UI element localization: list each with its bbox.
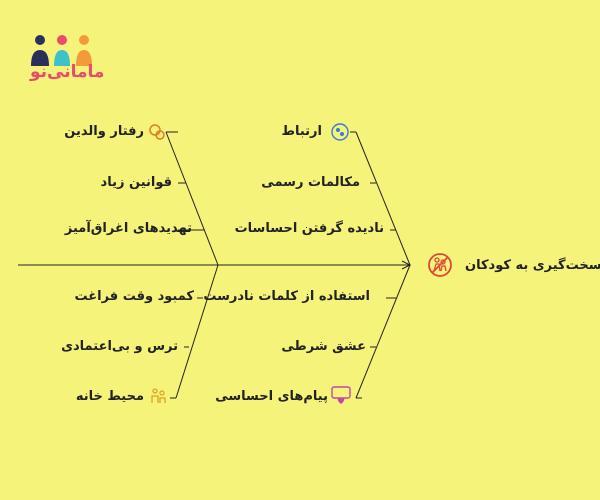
parent-icon — [149, 124, 165, 140]
bottom-left-item: ترس و بی‌اعتمادی — [61, 339, 178, 354]
no-children-icon — [428, 253, 452, 277]
bottom-right-header: پیام‌های احساسی — [215, 389, 328, 404]
top-right-header: ارتباط — [281, 124, 322, 139]
bone-bottom-left — [175, 264, 219, 399]
bone-top-right — [355, 131, 411, 266]
bottom-left-item: کمبود وقت فراغت — [74, 289, 194, 304]
communication-icon — [331, 123, 349, 141]
home-family-icon — [151, 388, 166, 403]
top-left-header: رفتار والدین — [64, 124, 144, 139]
message-heart-icon — [331, 386, 351, 404]
bone-bottom-right — [355, 264, 411, 399]
bone-top-left — [165, 131, 219, 266]
top-right-item: مکالمات رسمی — [261, 175, 360, 190]
brand-name: مامانی‌نو — [30, 62, 105, 82]
effect-label: سخت‌گیری به کودکان — [465, 258, 600, 273]
top-right-item: نادیده گرفتن احساسات — [234, 221, 384, 236]
brand-logo-icon — [31, 35, 92, 66]
top-left-item: تهدیدهای اغراق‌آمیز — [64, 221, 192, 236]
bottom-right-item: استفاده از کلمات نادرست — [203, 289, 370, 304]
top-left-item: قوانین زیاد — [100, 175, 172, 190]
bottom-left-header: محیط خانه — [75, 389, 144, 404]
bottom-right-item: عشق شرطی — [281, 339, 366, 354]
